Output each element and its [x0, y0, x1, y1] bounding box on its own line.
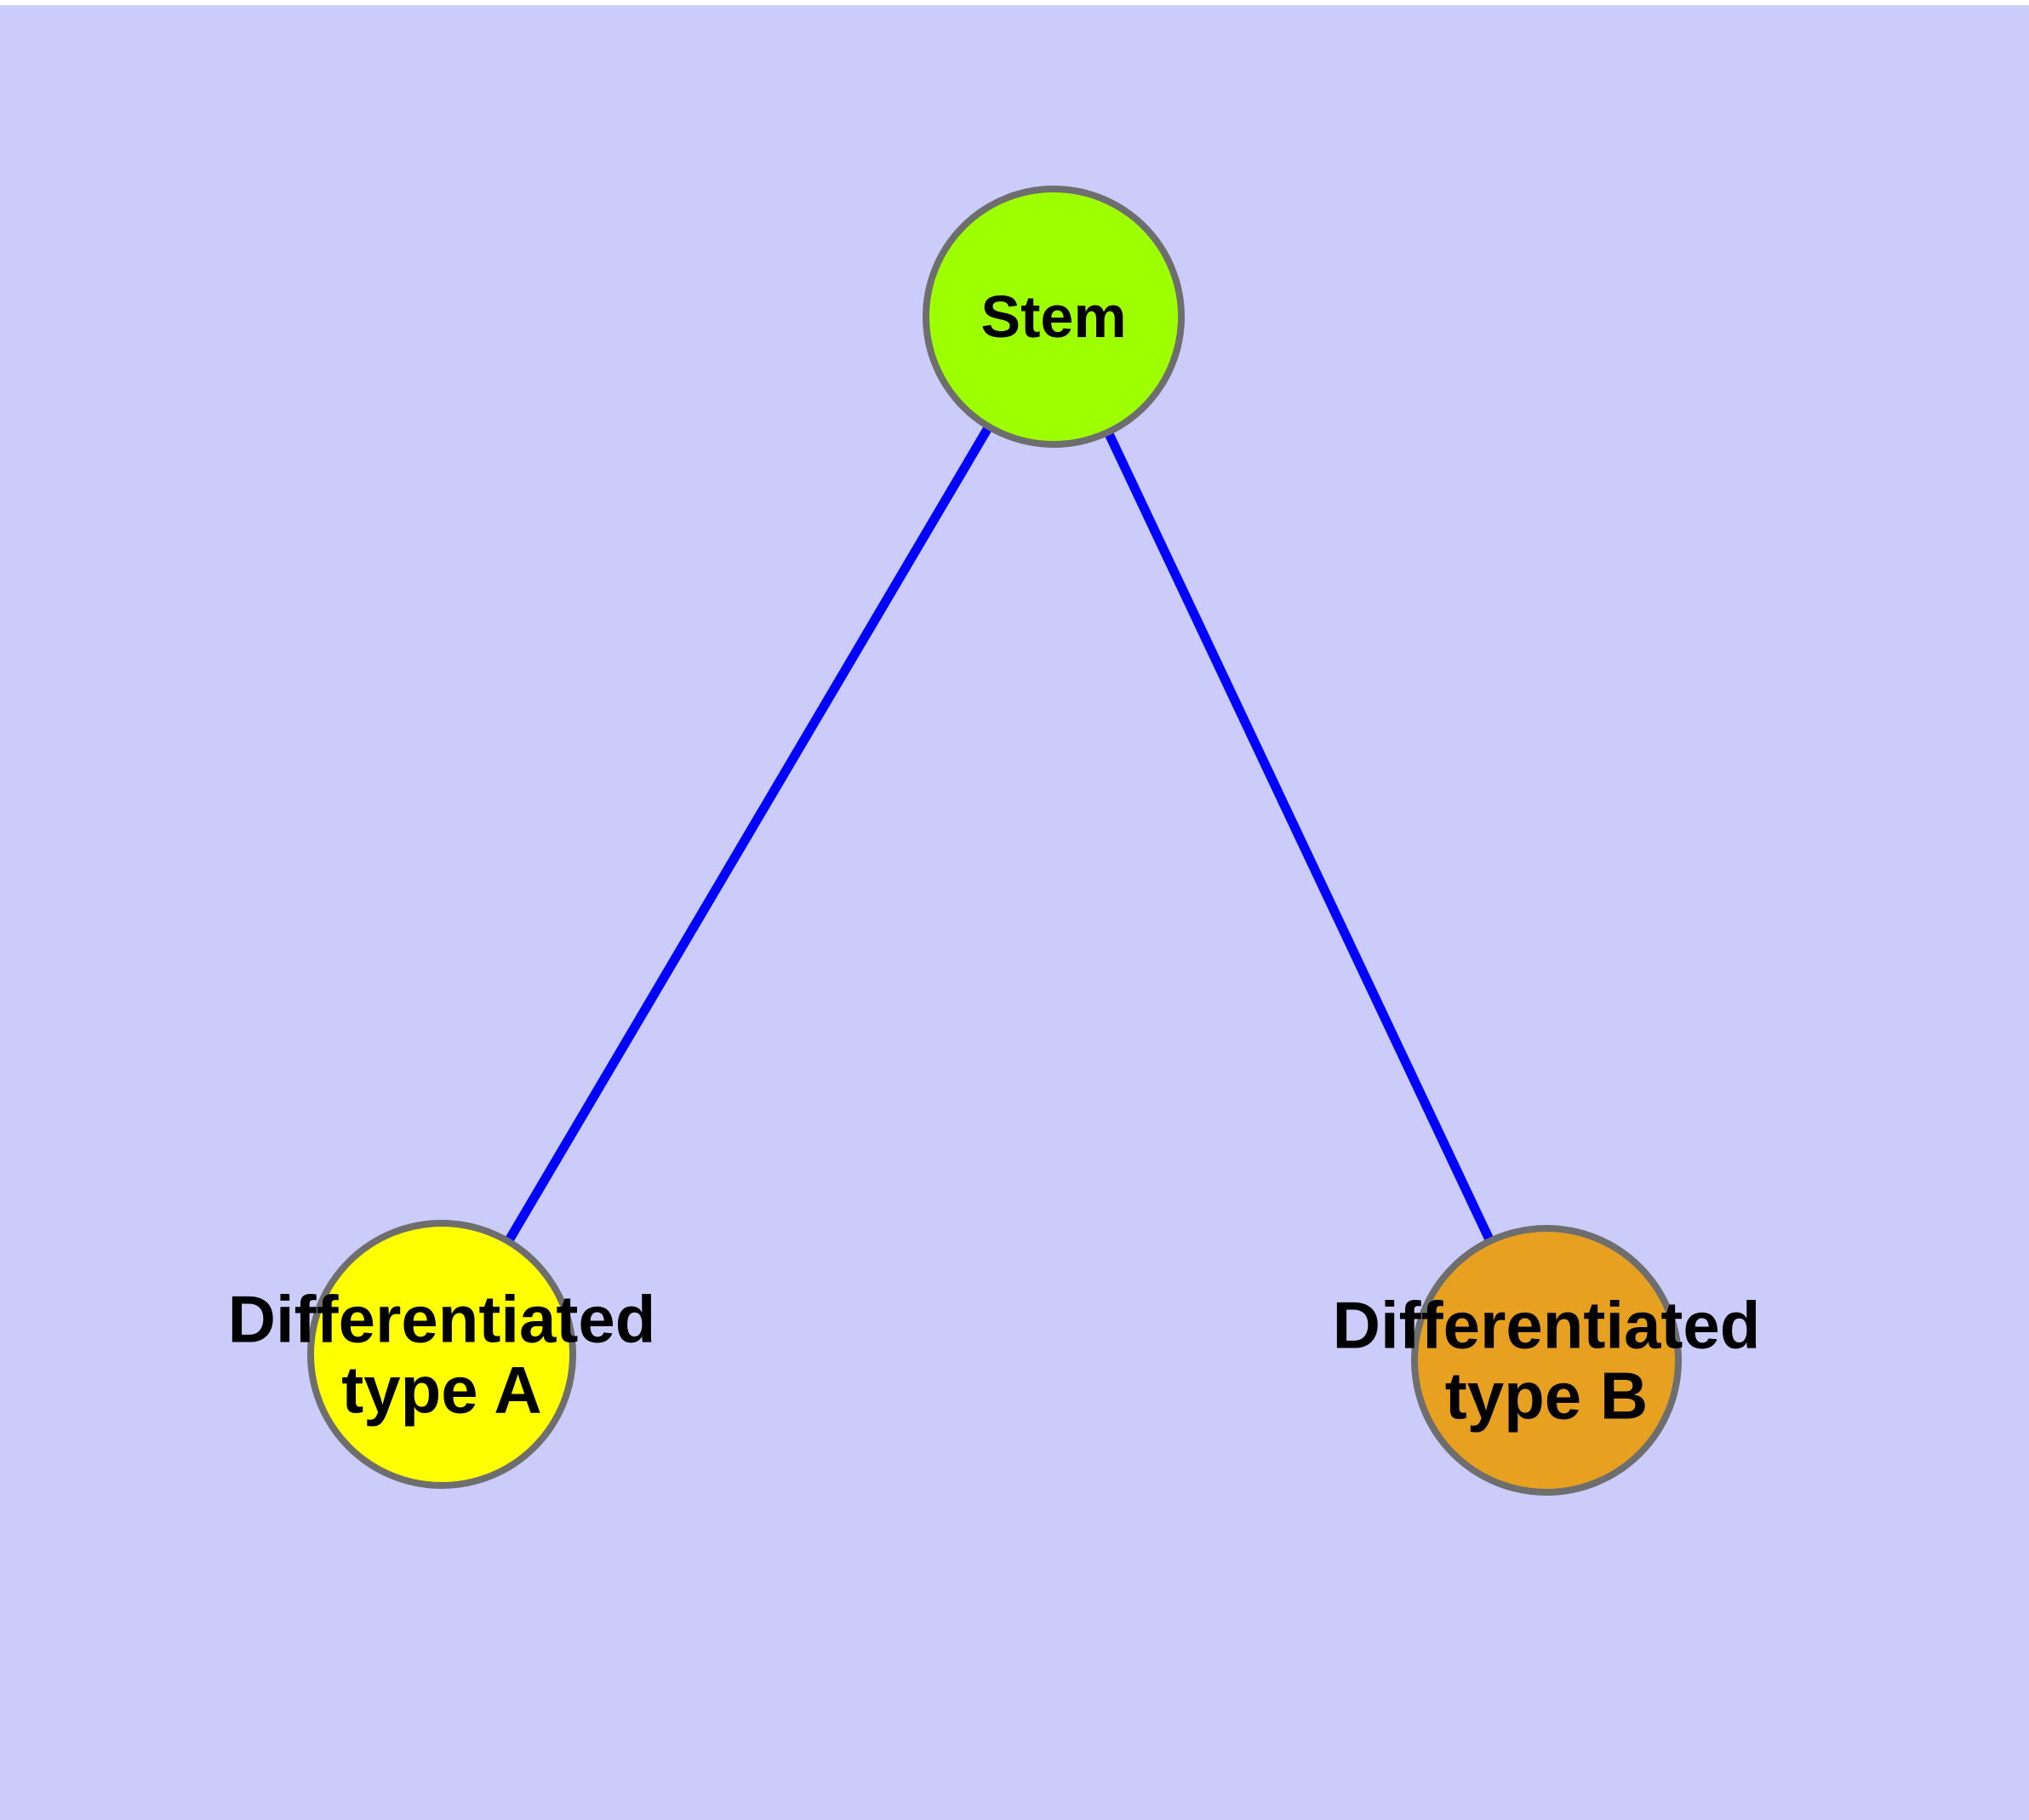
graph-svg	[307, 186, 1682, 1496]
edge-stem-diff-b[interactable]	[1049, 314, 1551, 1363]
node-layer	[307, 186, 1682, 1496]
node-diff-b[interactable]	[1411, 1225, 1682, 1496]
node-stem[interactable]	[923, 186, 1185, 448]
edge-layer	[437, 314, 1551, 1363]
edge-stem-diff-a[interactable]	[437, 314, 1058, 1357]
node-diff-a[interactable]	[307, 1220, 576, 1489]
diagram-plot-area: Stem Differentiated type A Differentiate…	[0, 5, 2029, 1820]
